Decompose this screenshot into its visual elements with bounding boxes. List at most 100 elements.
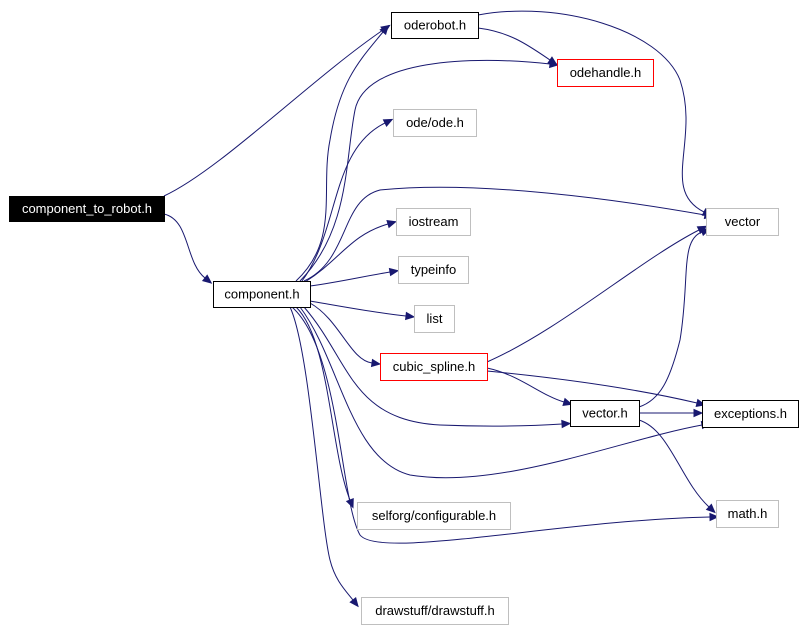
- edge-component_to_robot_h-to-component_h: [163, 213, 213, 284]
- node-box: [702, 400, 799, 428]
- arrowhead: [405, 311, 416, 321]
- edge-oderobot_h-to-vector: [477, 10, 713, 217]
- node-typeinfo: typeinfo: [398, 256, 469, 284]
- node-cubic-spline-h[interactable]: cubic_spline.h: [380, 353, 488, 381]
- node-box: [391, 12, 479, 39]
- edge-line: [486, 367, 565, 403]
- edge-line: [304, 223, 389, 283]
- edge-line: [303, 306, 563, 427]
- node-vector: vector: [706, 208, 779, 236]
- arrowhead: [379, 24, 389, 36]
- node-vector-h[interactable]: vector.h: [570, 400, 640, 427]
- node-ode-ode-h: ode/ode.h: [393, 109, 477, 137]
- node-label: odehandle.h: [570, 65, 642, 80]
- node-label: iostream: [409, 214, 459, 229]
- edge-line: [303, 186, 706, 282]
- edge-oderobot_h-to-odehandle_h: [477, 27, 558, 66]
- edge-component_h-to-iostream: [304, 220, 397, 283]
- node-selforg-configurable-h: selforg/configurable.h: [357, 502, 511, 530]
- node-label: component.h: [224, 286, 299, 301]
- node-label: cubic_spline.h: [393, 359, 475, 374]
- arrowhead: [386, 220, 397, 229]
- edge-line: [309, 271, 391, 287]
- arrowhead: [201, 274, 213, 284]
- edge-line: [301, 122, 386, 282]
- node-box: [361, 597, 509, 625]
- arrowhead: [370, 358, 382, 368]
- edge-component_h-to-cubic_spline_h: [309, 302, 382, 368]
- node-box: [393, 109, 477, 137]
- node-box: [380, 353, 488, 381]
- node-label: drawstuff/drawstuff.h: [375, 603, 494, 618]
- arrowhead: [388, 267, 400, 277]
- node-drawstuff-drawstuff-h: drawstuff/drawstuff.h: [361, 597, 509, 625]
- node-list: list: [414, 305, 455, 333]
- arrowhead: [549, 59, 560, 69]
- node-box: [9, 196, 165, 222]
- node-math-h: math.h: [716, 500, 779, 528]
- node-label: oderobot.h: [404, 17, 466, 32]
- node-label: vector.h: [582, 405, 628, 420]
- edge-line: [299, 306, 703, 479]
- node-label: list: [427, 311, 443, 326]
- node-box: [213, 281, 311, 308]
- edge-line: [309, 302, 373, 364]
- node-label: selforg/configurable.h: [372, 508, 496, 523]
- node-oderobot-h[interactable]: oderobot.h: [391, 12, 479, 39]
- edge-cubic_spline_h-to-vector_h: [486, 367, 573, 406]
- arrowhead: [709, 512, 720, 522]
- node-label: vector: [725, 214, 761, 229]
- arrowhead: [349, 596, 359, 608]
- edge-component_h-to-ode_ode_h: [301, 118, 394, 282]
- node-label: typeinfo: [411, 262, 457, 277]
- edge-line: [477, 10, 705, 213]
- node-box: [716, 500, 779, 528]
- node-box: [398, 256, 469, 284]
- node-label: ode/ode.h: [406, 115, 464, 130]
- edge-line: [486, 370, 698, 404]
- node-box: [396, 208, 471, 236]
- edge-line: [638, 419, 710, 508]
- edge-component_h-to-list: [309, 300, 416, 321]
- node-component-h[interactable]: component.h: [213, 281, 311, 308]
- edge-line: [163, 29, 384, 197]
- node-box: [706, 208, 779, 236]
- edge-component_h-to-math_h: [291, 306, 720, 544]
- edge-line: [309, 300, 407, 317]
- edge-line: [289, 306, 354, 601]
- edge-line: [291, 306, 711, 544]
- node-odehandle-h[interactable]: odehandle.h: [557, 59, 654, 87]
- edge-component_h-to-odehandle_h: [299, 59, 560, 282]
- node-label: math.h: [728, 506, 768, 521]
- edge-line: [486, 229, 700, 363]
- node-exceptions-h[interactable]: exceptions.h: [702, 400, 799, 428]
- edge-line: [299, 59, 551, 282]
- edge-vector_h-to-exceptions_h: [639, 408, 704, 418]
- node-iostream: iostream: [396, 208, 471, 236]
- edge-line: [638, 231, 703, 408]
- edge-component_h-to-vector_h: [303, 306, 572, 429]
- node-component-to-robot-h[interactable]: component_to_robot.h: [9, 196, 165, 222]
- node-box: [414, 305, 455, 333]
- edge-component_h-to-typeinfo: [309, 267, 400, 287]
- arrowhead: [561, 419, 572, 429]
- edge-component_h-to-selforg_configurable_h: [295, 306, 354, 509]
- node-label: exceptions.h: [714, 406, 787, 421]
- edge-line: [163, 213, 206, 279]
- edge-component_h-to-oderobot_h: [295, 24, 389, 282]
- node-box: [357, 502, 511, 530]
- edge-line: [295, 31, 384, 282]
- edge-vector_h-to-math_h: [638, 419, 716, 514]
- arrowhead: [562, 397, 573, 406]
- edge-cubic_spline_h-to-vector: [486, 225, 708, 363]
- nodes-layer: component_to_robot.h oderobot.h odehandle.…: [9, 12, 799, 625]
- arrowhead: [705, 503, 716, 514]
- edge-component_to_robot_h-to-oderobot_h: [163, 24, 391, 197]
- arrowhead: [693, 408, 704, 418]
- arrowhead: [382, 118, 394, 128]
- edge-line: [295, 306, 351, 501]
- node-box: [557, 59, 654, 87]
- edge-vector_h-to-vector: [638, 228, 711, 408]
- node-box: [570, 400, 640, 427]
